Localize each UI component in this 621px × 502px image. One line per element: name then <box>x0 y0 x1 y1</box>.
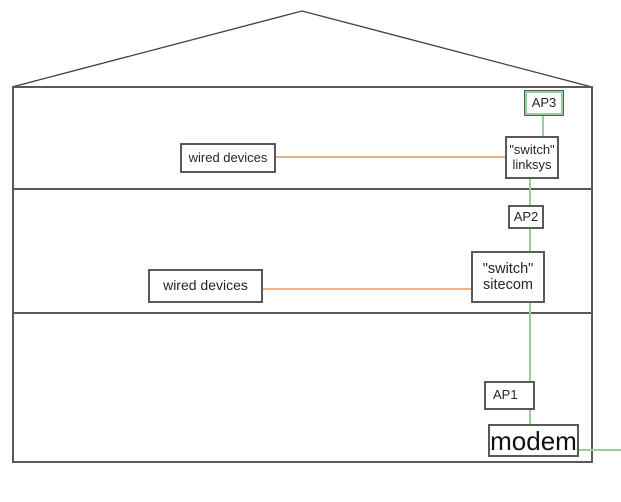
node-switch-linksys-line1: "switch" <box>509 141 555 157</box>
node-modem: modem <box>488 424 579 457</box>
node-switch-sitecom-line2: sitecom <box>483 277 533 293</box>
node-ap2-label: AP2 <box>513 208 539 224</box>
node-wired-devices-floor2: wired devices <box>148 269 263 303</box>
node-ap2: AP2 <box>508 205 544 229</box>
node-ap3-label: AP3 <box>531 94 557 110</box>
node-ap3: AP3 <box>524 90 564 116</box>
node-ap1: AP1 <box>484 381 535 410</box>
node-modem-label: modem <box>490 425 577 456</box>
node-switch-linksys: "switch" linksys <box>505 136 559 179</box>
node-switch-linksys-line2: linksys <box>512 156 552 172</box>
node-wired-devices-floor3-label: wired devices <box>188 149 268 165</box>
node-switch-sitecom: "switch" sitecom <box>471 251 545 303</box>
node-wired-devices-floor3: wired devices <box>180 143 276 173</box>
node-ap1-label: AP1 <box>493 387 518 403</box>
node-wired-devices-floor2-label: wired devices <box>163 277 248 294</box>
node-switch-sitecom-line1: "switch" <box>482 260 534 277</box>
roof-outline <box>11 10 593 88</box>
house-outline <box>12 86 593 463</box>
